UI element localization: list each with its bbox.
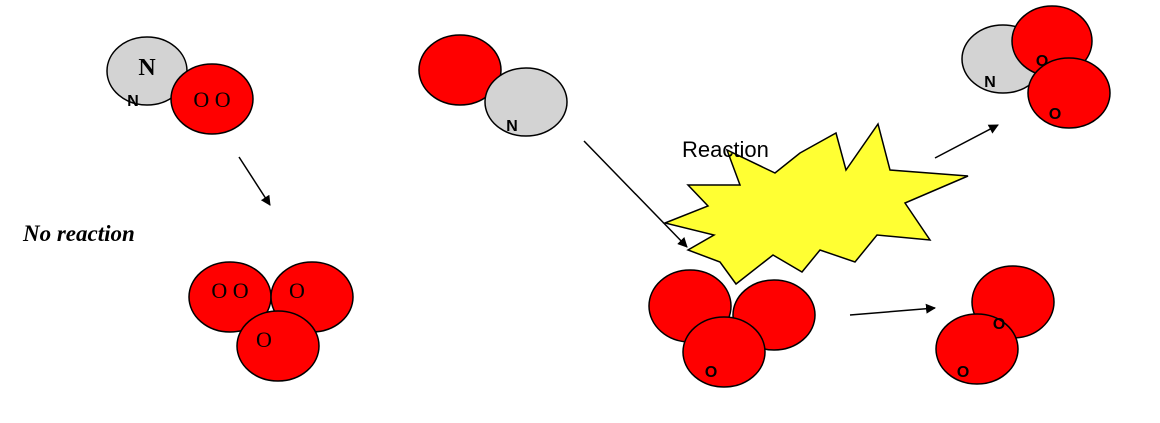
oxygen-label: O <box>705 362 717 379</box>
no-reaction-label: No reaction <box>22 221 135 246</box>
nitrogen-sub-label: N <box>127 91 139 108</box>
ozone-molecule: O O O O <box>188 261 354 382</box>
oxygen-atom <box>1027 57 1111 129</box>
o2-molecule: O O <box>935 265 1055 385</box>
arrow-to-collision <box>583 140 688 248</box>
nitrogen-label: N <box>138 55 156 81</box>
reaction-burst <box>662 122 969 286</box>
oxygen-pair-label: O O <box>211 278 248 303</box>
no-molecule: N N O O <box>106 36 254 135</box>
no-reaction-scenario: N N O O No reaction O O O O <box>22 36 354 382</box>
oxygen-atom <box>418 34 502 106</box>
oxygen-label: O <box>256 327 272 352</box>
no2-molecule: N O O <box>961 5 1111 129</box>
products: N O O O O <box>849 5 1111 385</box>
ozone-molecule: O <box>648 269 816 388</box>
arrow-down <box>238 156 271 206</box>
reaction-scenario: N Reaction O <box>418 34 969 388</box>
oxygen-label: O <box>289 278 305 303</box>
oxygen-label: O <box>1049 104 1061 121</box>
oxygen-pair-label: O O <box>193 87 230 112</box>
oxygen-atom <box>170 63 254 135</box>
arrow-to-o2 <box>849 303 936 316</box>
oxygen-label: O <box>993 314 1005 331</box>
nitrogen-atom <box>484 67 568 137</box>
oxygen-label: O <box>1036 51 1048 68</box>
arrow-to-no2 <box>934 124 999 159</box>
oxygen-label: O <box>957 362 969 379</box>
nitrogen-label: N <box>506 116 518 133</box>
oxygen-atom <box>236 310 320 382</box>
on-molecule: N <box>418 34 568 137</box>
reaction-label: Reaction <box>682 137 769 162</box>
nitrogen-label: N <box>984 72 996 89</box>
oxygen-atom <box>935 313 1019 385</box>
oxygen-atom <box>682 316 766 388</box>
